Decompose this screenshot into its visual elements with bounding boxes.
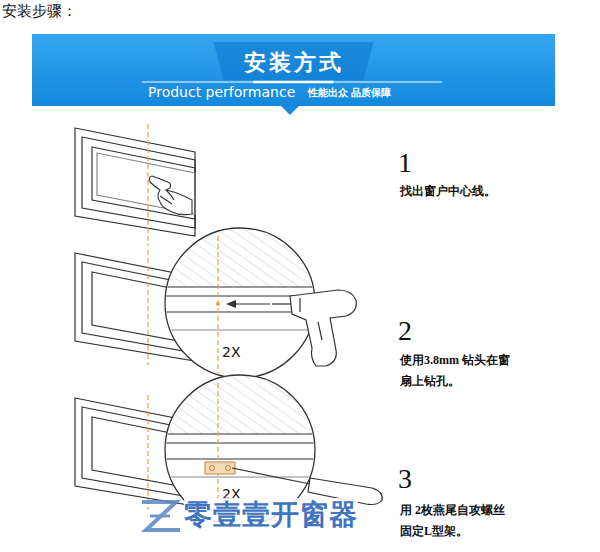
step-text: 使用3.8mm 钻头在窗扇上钻孔。 [400, 350, 512, 392]
banner-heading: 安装方式 [32, 50, 555, 76]
center-line [147, 124, 148, 246]
quantity-mark: 2X [222, 344, 241, 361]
step-number: 2 [398, 314, 412, 348]
drill-tool [272, 290, 356, 366]
step-text: 用 2枚燕尾自攻螺丝固定L型架。 [400, 500, 512, 542]
center-line [147, 250, 148, 365]
title-banner: 安装方式 Product performance 性能出众 品质保障 [32, 34, 555, 106]
step-number: 1 [398, 146, 412, 180]
watermark: 零壹壹开窗器 [184, 498, 358, 532]
watermark-logo [142, 502, 180, 530]
center-line [147, 395, 148, 510]
window-figure [75, 128, 195, 236]
banner-slogan: 性能出众 品质保障 [308, 87, 391, 99]
step-number: 3 [398, 462, 412, 496]
banner-subtitle: Product performance [148, 84, 295, 101]
step-text: 找出窗户中心线。 [400, 184, 496, 198]
banner-notch [280, 105, 300, 115]
pointing-hand [149, 176, 192, 215]
page-title: 安装步骤： [2, 2, 77, 20]
